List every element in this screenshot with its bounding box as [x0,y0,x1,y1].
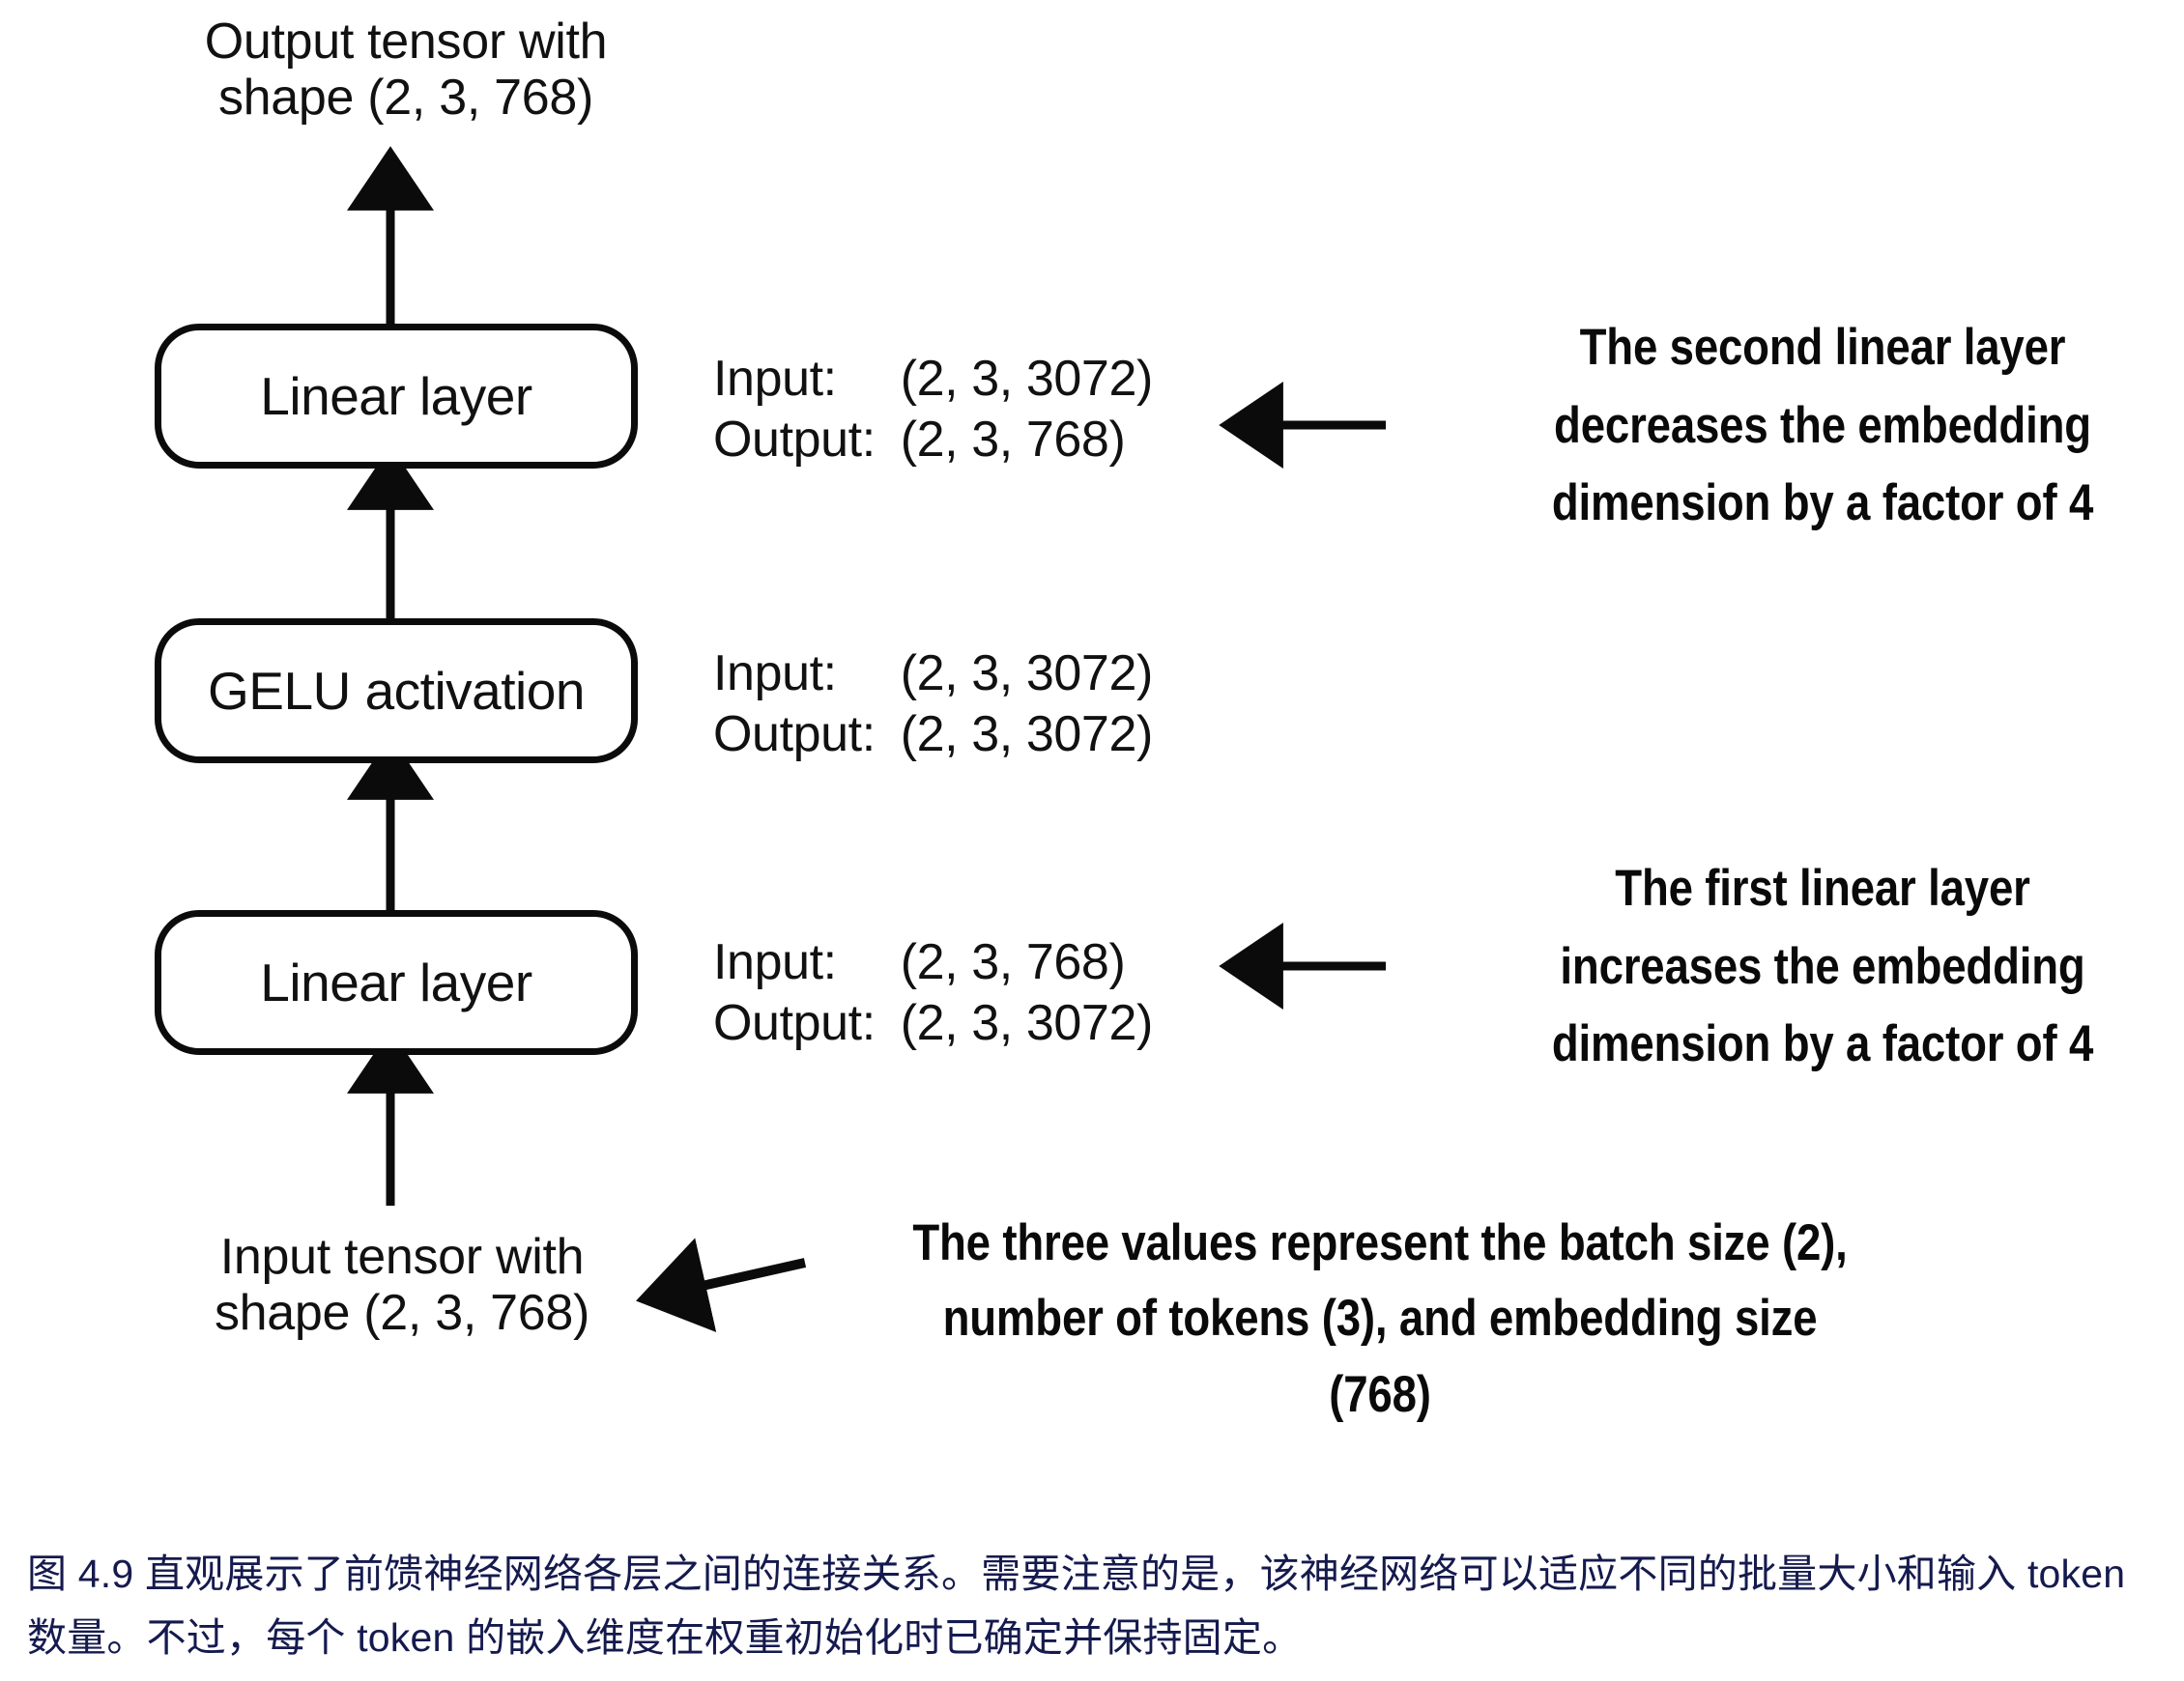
io-output-shape: (2, 3, 3072) [900,705,1154,762]
io-input-shape: (2, 3, 768) [900,934,1126,990]
io-input-key: Input: [713,645,837,701]
block-linear-layer-2[interactable]: Linear layer [155,324,638,469]
block-linear-layer-2-label: Linear layer [260,366,532,426]
io-input-shape: (2, 3, 3072) [900,645,1154,701]
block-linear-layer-1[interactable]: Linear layer [155,910,638,1055]
io-output-shape: (2, 3, 768) [900,411,1126,468]
callout-second-linear: The second linear layer decreases the em… [1551,319,2094,532]
figure-caption: 图 4.9 直观展示了前馈神经网络各层之间的连接关系。需要注意的是，该神经网络可… [27,1552,2126,1661]
block-linear-layer-1-label: Linear layer [260,953,532,1012]
input-tensor-label: Input tensor with shape (2, 3, 768) [214,1229,590,1342]
io-output-shape: (2, 3, 3072) [900,994,1154,1051]
callout-first-linear: The first linear layer increases the emb… [1551,860,2094,1073]
io-spec-linear-layer-2: Input: (2, 3, 3072) Output: (2, 3, 768) [713,350,1153,470]
callout-three-values: The three values represent the batch siz… [912,1214,1848,1423]
io-output-key: Output: [713,994,876,1051]
io-input-key: Input: [713,351,837,407]
io-output-key: Output: [713,411,876,468]
output-tensor-label: Output tensor with shape (2, 3, 768) [204,14,608,127]
block-gelu-activation[interactable]: GELU activation [155,618,638,763]
io-spec-gelu-activation: Input: (2, 3, 3072) Output: (2, 3, 3072) [713,644,1153,764]
io-input-shape: (2, 3, 3072) [900,351,1154,407]
block-gelu-activation-label: GELU activation [208,661,585,721]
io-spec-linear-layer-1: Input: (2, 3, 768) Output: (2, 3, 3072) [713,933,1153,1053]
io-input-key: Input: [713,934,837,990]
callout-arrow-three-values [636,1238,807,1332]
io-output-key: Output: [713,705,876,762]
